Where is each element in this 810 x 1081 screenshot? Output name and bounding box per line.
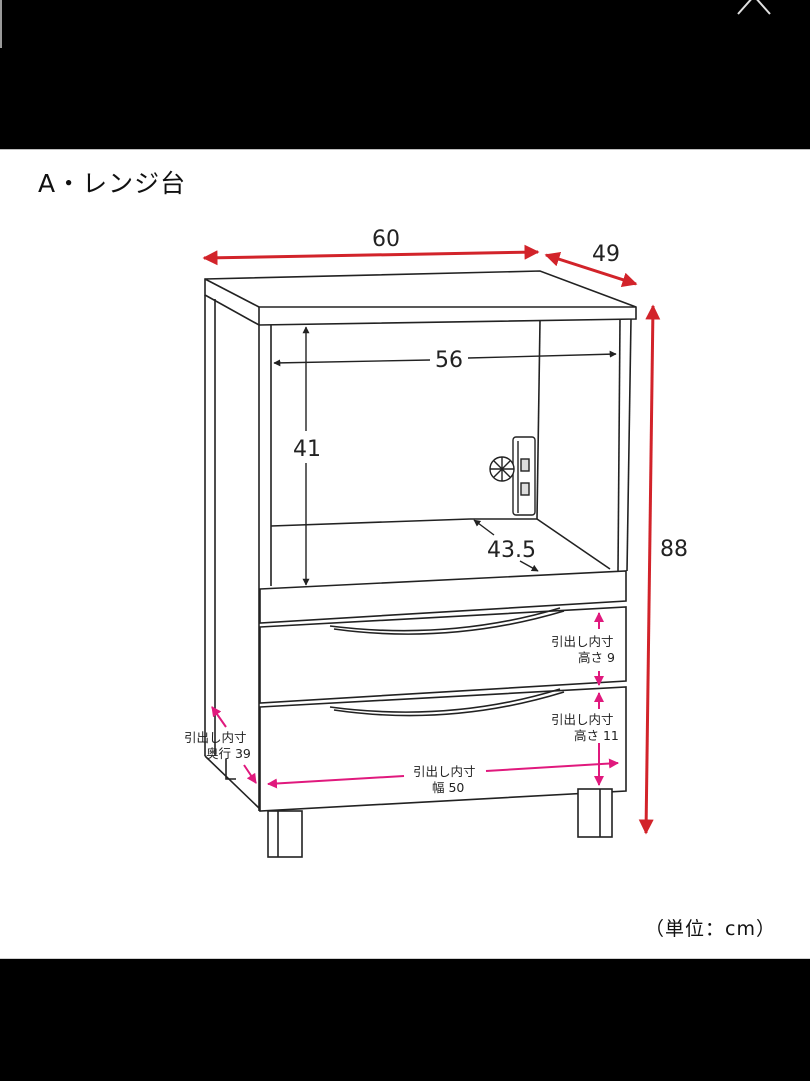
overall-height-label: 88 — [660, 537, 688, 562]
drawer-width-line1: 引出し内寸 — [413, 764, 476, 779]
overall-width-label: 60 — [372, 227, 400, 252]
furniture-dimension-diagram: 60 49 88 56 41 43.5 引出し内寸 高さ 9 引出し内寸 高さ … — [184, 227, 688, 858]
inner-dimension-arrows — [273, 326, 617, 586]
viewer-edge-line — [0, 0, 2, 48]
shelf-inner-height-label: 41 — [293, 437, 321, 462]
drawer-depth-line1: 引出し内寸 — [184, 730, 247, 745]
lower-drawer-height-line2: 高さ 11 — [574, 728, 619, 743]
shelf-inner-width-label: 56 — [435, 348, 463, 373]
overall-depth-label: 49 — [592, 242, 620, 267]
close-x-icon — [737, 0, 771, 15]
viewer-bottom-bar — [0, 958, 810, 1081]
close-button[interactable] — [734, 0, 774, 18]
drawer-width-line2: 幅 50 — [432, 780, 464, 795]
cabinet-drawing — [204, 270, 637, 858]
upper-drawer-height-line2: 高さ 9 — [578, 650, 615, 665]
unit-label: （単位：cm） — [645, 918, 776, 940]
drawer-dimension-arrows — [211, 612, 619, 789]
diagram-title: A・レンジ台 — [38, 169, 187, 198]
drawer-depth-line2: 奥行 39 — [206, 746, 251, 761]
shelf-inner-depth-label: 43.5 — [487, 538, 536, 563]
product-diagram-image: A・レンジ台 — [0, 149, 810, 959]
power-outlet-icon — [489, 436, 536, 516]
viewer-top-bar — [0, 0, 810, 148]
overall-dimension-arrows — [202, 244, 661, 835]
upper-drawer-height-line1: 引出し内寸 — [551, 634, 614, 649]
lower-drawer-height-line1: 引出し内寸 — [551, 712, 614, 727]
